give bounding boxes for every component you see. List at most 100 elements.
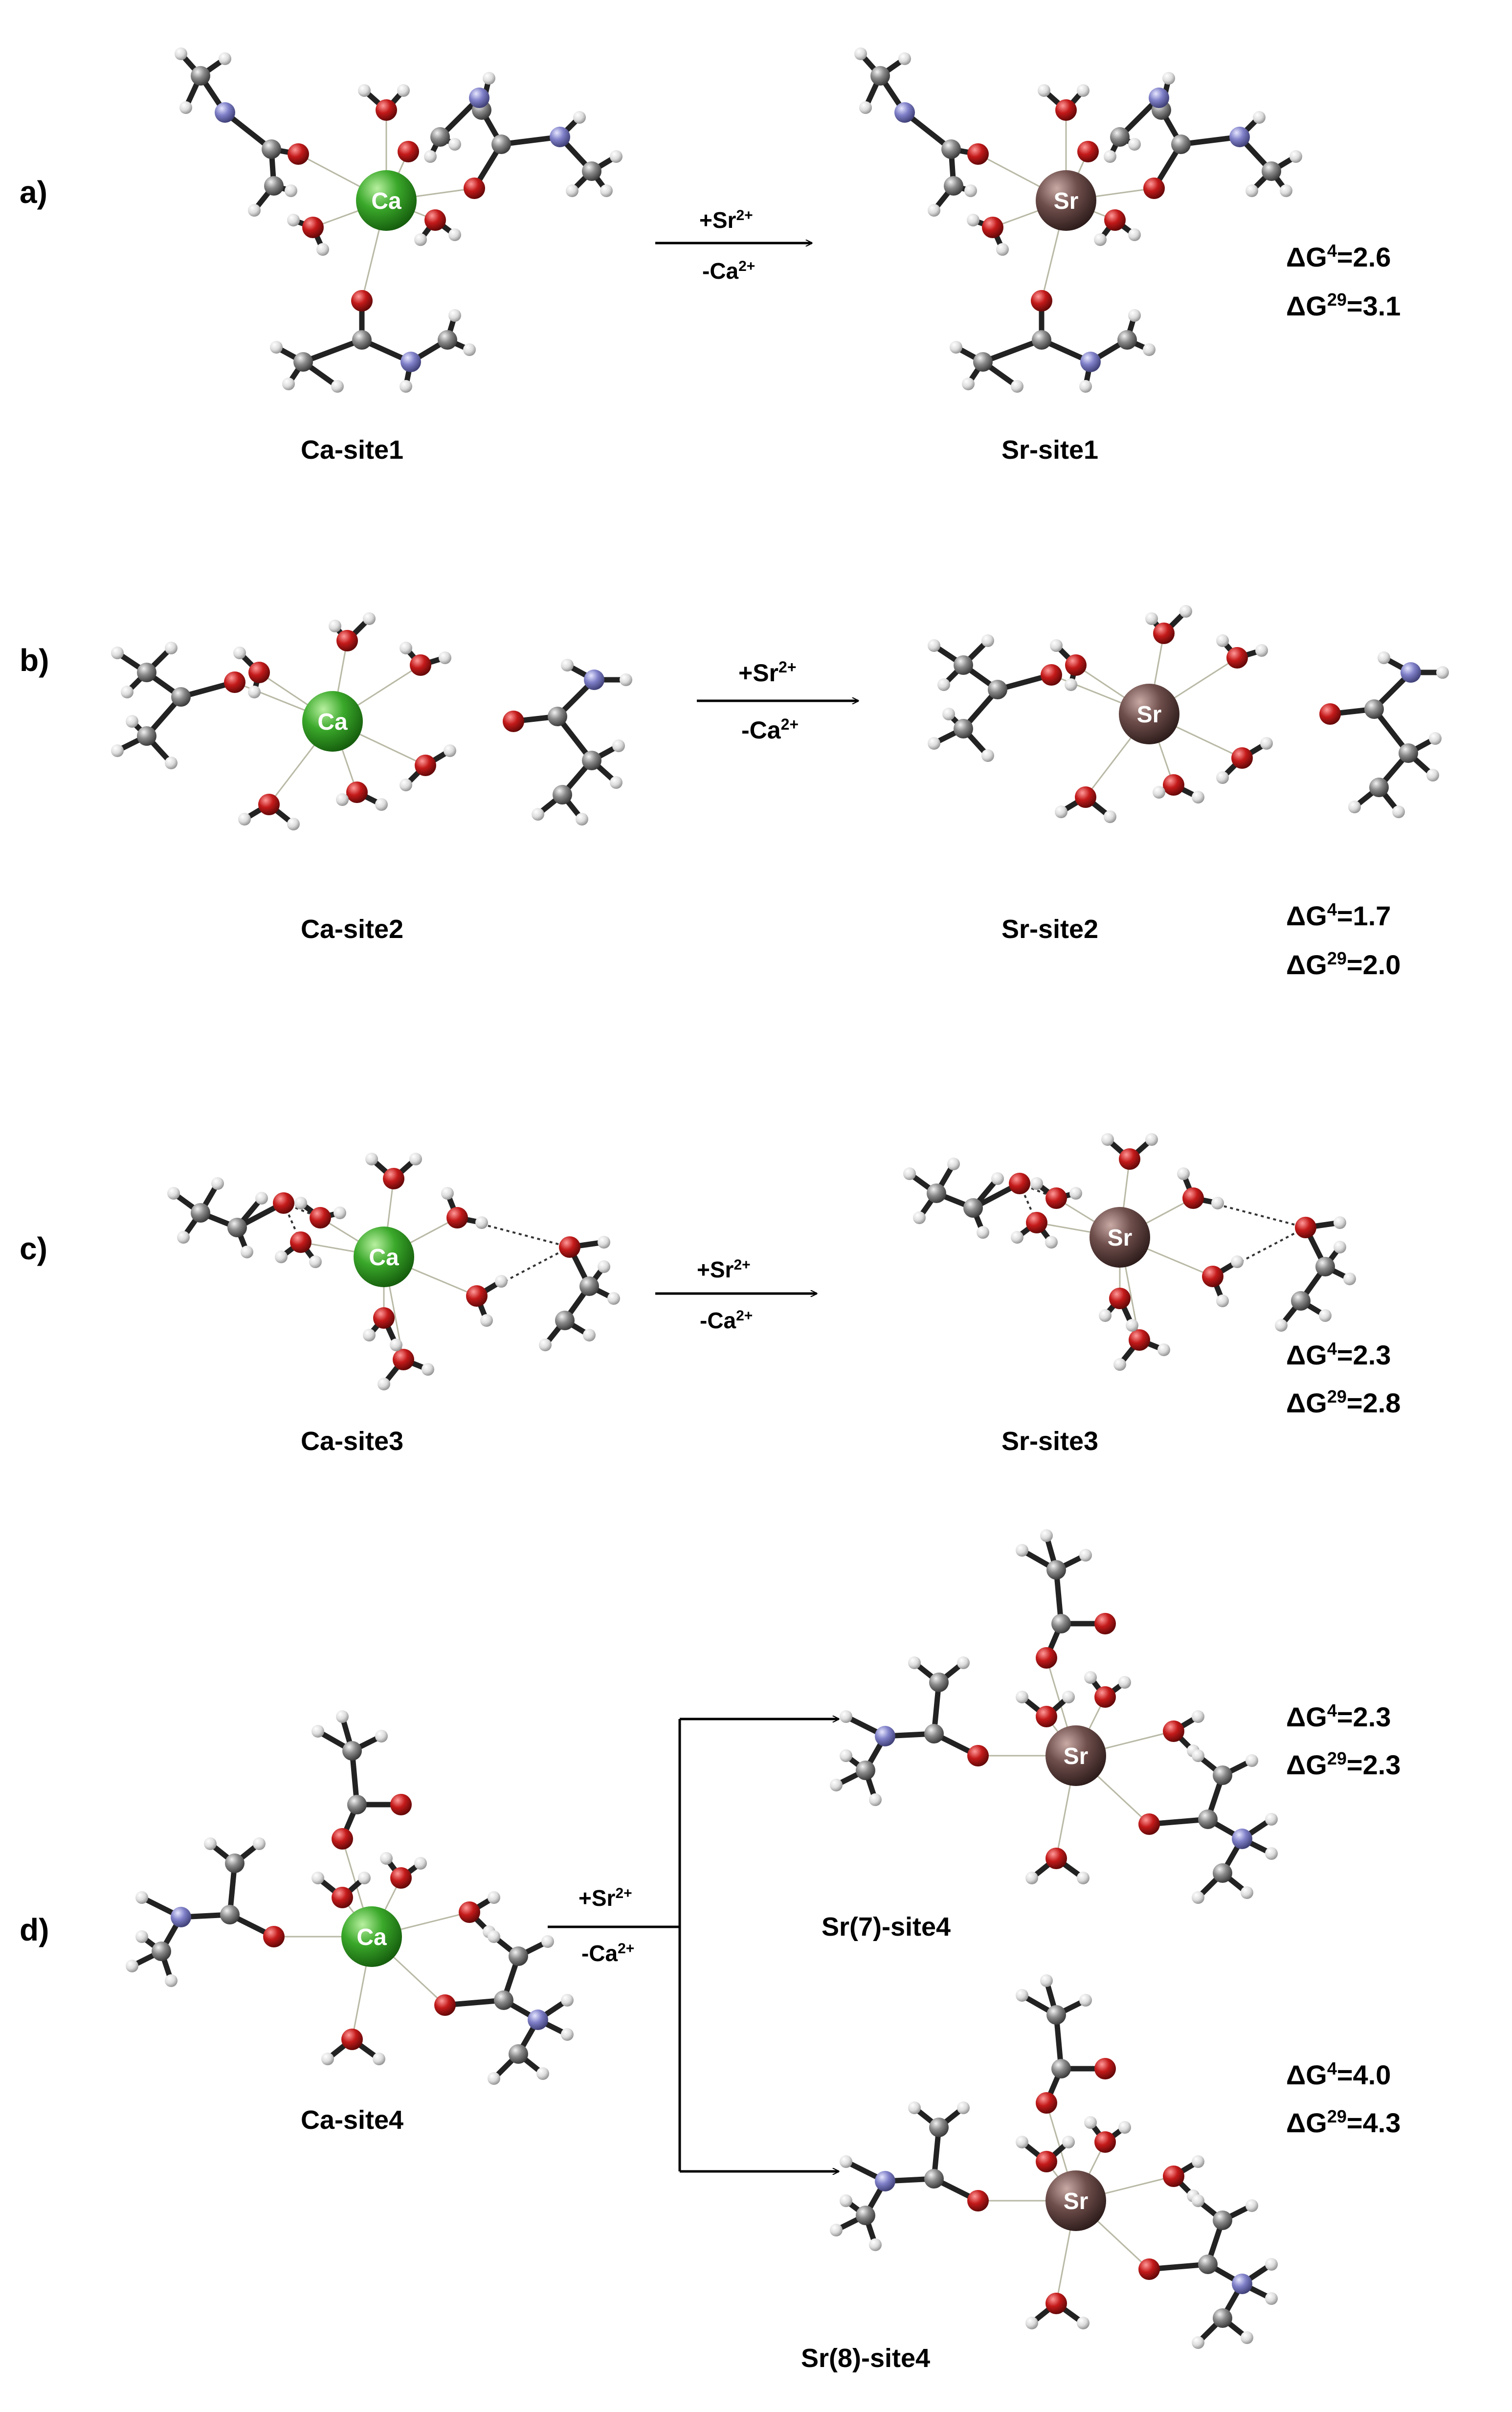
hydrogen-atom <box>566 184 578 197</box>
oxygen-atom <box>390 1867 412 1889</box>
covalent-bond <box>980 337 1045 365</box>
oxygen-atom <box>1009 1173 1030 1194</box>
oxygen-atom <box>1036 1706 1057 1727</box>
oxygen-atom <box>967 2190 989 2211</box>
oxygen-atom <box>1031 290 1052 312</box>
oxygen-atom <box>332 1887 353 1908</box>
hydrogen-atom <box>126 1960 138 1972</box>
carbon-atom <box>1046 2005 1066 2025</box>
panel-b: b) +Sr2+ -Ca2+ Ca-site2 Sr-site2 ΔG4=1.7… <box>20 643 1401 980</box>
hydrogen-atom <box>204 1837 217 1850</box>
carbon-atom <box>1198 1809 1218 1829</box>
hydrogen-atom <box>981 749 994 762</box>
oxygen-atom <box>1055 99 1077 121</box>
carbon-atom <box>988 680 1007 699</box>
calcium-atom <box>354 1227 414 1287</box>
hydrogen-atom <box>1084 1671 1097 1684</box>
hydrogen-atom <box>840 2194 852 2207</box>
oxygen-atom <box>290 1231 311 1253</box>
hydrogen-atom <box>331 380 344 393</box>
carbon-atom <box>1399 743 1418 763</box>
hydrogen-atom <box>336 793 349 806</box>
carbon-atom <box>924 2169 944 2189</box>
nitrogen-atom <box>1401 662 1421 683</box>
carbon-atom <box>856 2206 875 2225</box>
hydrogen-atom <box>573 111 586 124</box>
hydrogen-atom <box>287 818 300 830</box>
hydrogen-atom <box>1101 1133 1114 1146</box>
carbon-atom <box>220 1905 240 1924</box>
oxygen-atom <box>1319 703 1341 725</box>
arrow-top-label-c: +Sr2+ <box>697 1257 751 1283</box>
carbon-atom <box>293 352 313 372</box>
hydrogen-atom <box>488 1930 500 1943</box>
oxygen-atom <box>302 217 324 238</box>
hydrogen-atom <box>400 642 412 654</box>
carbon-atom <box>582 161 601 181</box>
hydrogen-atom <box>1084 2116 1097 2129</box>
dg29-a: ΔG29=3.1 <box>1286 290 1401 322</box>
dg4-a: ΔG4=2.6 <box>1286 241 1391 273</box>
hydrogen-atom <box>358 84 371 97</box>
oxygen-atom <box>415 755 436 776</box>
hydrogen-atom <box>441 1187 454 1200</box>
carbon-atom <box>555 1311 575 1330</box>
carbon-atom <box>579 1276 599 1296</box>
metal-symbol: Sr <box>1137 702 1162 728</box>
hydrogen-atom <box>1104 150 1116 163</box>
hydrogen-atom <box>1077 2317 1090 2329</box>
hydrogen-atom <box>1216 634 1229 647</box>
oxygen-atom <box>1065 654 1087 676</box>
covalent-bond <box>300 337 365 365</box>
hydrogen-atom <box>1334 1216 1346 1229</box>
oxygen-atom <box>224 671 245 693</box>
oxygen-atom <box>398 141 419 162</box>
oxygen-atom <box>1041 664 1062 686</box>
reactant-name-a: Ca-site1 <box>301 435 403 465</box>
hydrogen-atom <box>175 47 187 60</box>
arrow-bottom-label-c: -Ca2+ <box>700 1308 753 1334</box>
hydrogen-atom <box>1429 732 1442 745</box>
carbon-atom <box>856 1761 875 1780</box>
hydrogen-atom <box>483 72 495 85</box>
carbon-atom <box>347 1795 367 1814</box>
carbon-atom <box>553 785 572 804</box>
carbon-atom <box>1046 1560 1066 1580</box>
metal-symbol: Sr <box>1064 1743 1089 1769</box>
hydrogen-atom <box>1079 1549 1092 1562</box>
hydrogen-atom <box>1253 111 1266 124</box>
hydrogen-atom <box>287 214 300 226</box>
hydrogen-atom <box>311 1725 324 1738</box>
oxygen-atom <box>1094 2131 1116 2153</box>
nitrogen-atom <box>1232 1829 1252 1849</box>
strontium-atom <box>1045 2170 1106 2231</box>
hydrogen-atom <box>1062 2136 1075 2148</box>
hydrogen-atom <box>1216 1295 1229 1307</box>
hydrogen-atom <box>248 204 261 217</box>
nitrogen-atom <box>550 127 570 147</box>
oxygen-atom <box>446 1207 468 1228</box>
nitrogen-atom <box>1229 127 1250 147</box>
nitrogen-atom <box>400 352 421 372</box>
oxygen-atom <box>1104 209 1126 231</box>
hydrogen-atom <box>1265 1813 1278 1826</box>
carbon-atom <box>924 1724 944 1743</box>
carbon-atom <box>1117 330 1137 350</box>
oxygen-atom <box>1202 1266 1223 1287</box>
hydrogen-atom <box>977 1226 989 1239</box>
hydrogen-atom <box>1040 1529 1053 1542</box>
carbon-atom <box>929 1673 949 1692</box>
hydrogen-atom <box>1319 1309 1332 1322</box>
hydrogen-atom <box>1255 644 1268 657</box>
hydrogen-atom <box>928 737 940 750</box>
hydrogen-atom <box>1079 1994 1092 2007</box>
oxygen-atom <box>982 217 1003 238</box>
carbon-atom <box>491 134 511 154</box>
oxygen-atom <box>1129 1329 1150 1351</box>
hydrogen-atom <box>111 647 124 659</box>
carbon-atom <box>430 127 450 147</box>
carbon-atom <box>870 66 890 86</box>
hydrogen-atom <box>358 1872 371 1884</box>
carbon-atom <box>1213 1765 1232 1785</box>
hydrogen-atom <box>334 1206 346 1219</box>
